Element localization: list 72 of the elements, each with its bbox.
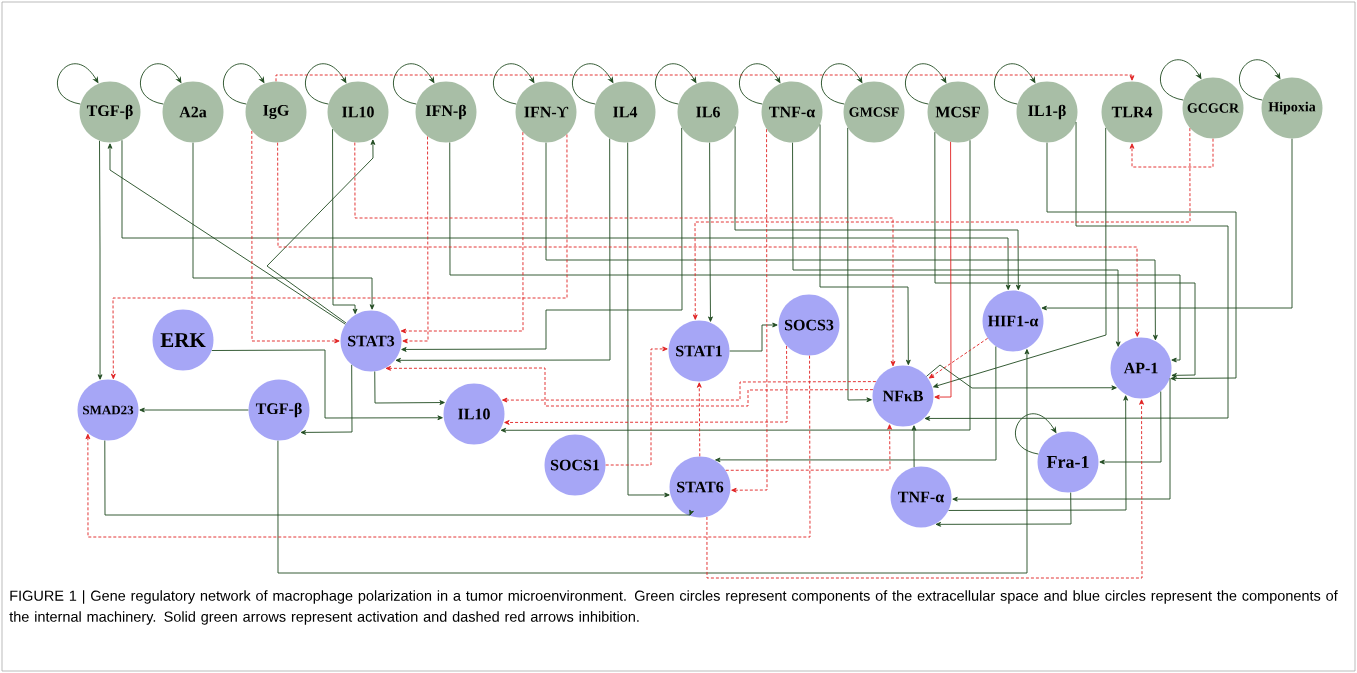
- arrow: [300, 364, 353, 435]
- arrow: [97, 140, 103, 380]
- arrow: [734, 125, 1021, 291]
- figure-caption: FIGURE 1 | Gene regulatory network of macrophage polarization in a tumor microenvironment. Green circles represent components of the extracellular space and blue circles represent the components of the internal machinery. Solid green arrows represent activation and dashed red arrows inhibition.: [9, 590, 1338, 625]
- arrow: [139, 407, 249, 413]
- arrow: [502, 381, 877, 403]
- loop-arrow: [904, 63, 947, 105]
- arrow: [1099, 391, 1162, 465]
- loop-arrow: [738, 63, 781, 105]
- loop-arrow: [993, 63, 1036, 105]
- loop-arrow: [222, 63, 265, 105]
- arrow: [545, 142, 1158, 341]
- arrow: [948, 395, 1129, 511]
- arrow: [819, 124, 911, 366]
- arrow: [107, 143, 346, 325]
- arrow: [211, 349, 443, 421]
- loop-arrow: [304, 63, 347, 105]
- arrow: [934, 131, 1196, 378]
- loop-arrow: [56, 63, 99, 105]
- arrow: [696, 382, 702, 457]
- arrow: [933, 127, 1107, 388]
- arrow: [928, 337, 989, 379]
- arrow: [708, 142, 713, 322]
- loop-arrow: [654, 63, 697, 105]
- arrow: [395, 138, 611, 363]
- arrow: [1041, 138, 1293, 311]
- arrow: [792, 142, 1121, 347]
- arrow: [110, 134, 568, 380]
- arrow: [729, 322, 778, 352]
- loop-arrow: [1160, 59, 1202, 101]
- arrow: [251, 130, 340, 344]
- arrow: [277, 142, 1140, 337]
- loop-arrow: [1239, 59, 1281, 101]
- arrow: [275, 74, 1135, 82]
- arrow: [104, 440, 694, 516]
- arrow: [847, 127, 872, 403]
- arrow: [692, 127, 1191, 320]
- arrow: [924, 121, 1229, 421]
- arrow: [926, 364, 1117, 391]
- arrow: [715, 346, 997, 463]
- arrow: [449, 142, 1181, 363]
- arrow: [401, 127, 683, 352]
- arrow: [500, 139, 971, 433]
- arrow: [1046, 142, 1237, 381]
- arrow: [332, 128, 358, 314]
- arrow: [952, 377, 1171, 502]
- arrow: [725, 424, 892, 471]
- arrow: [374, 371, 445, 405]
- arrow: [85, 355, 811, 538]
- arrow: [935, 492, 1072, 527]
- loop-arrow: [392, 63, 435, 105]
- loop-arrow: [1014, 413, 1057, 455]
- arrow: [385, 365, 874, 407]
- arrow: [400, 131, 524, 334]
- arrow: [911, 425, 917, 468]
- arrow: [731, 128, 768, 493]
- arrow: [354, 142, 896, 367]
- arrow: [627, 142, 670, 498]
- arrow: [277, 349, 1030, 574]
- arrow: [402, 136, 429, 344]
- loop-arrow: [820, 63, 863, 105]
- arrow: [934, 141, 952, 400]
- arrow: [1129, 138, 1214, 168]
- loop-arrow: [571, 63, 614, 105]
- arrow: [504, 345, 788, 425]
- loop-arrow: [139, 63, 182, 105]
- arrow: [192, 142, 375, 310]
- arrow: [706, 399, 1144, 579]
- loop-arrow: [492, 63, 535, 105]
- arrow: [605, 346, 668, 466]
- arrow: [121, 139, 1011, 290]
- arrow: [266, 139, 376, 324]
